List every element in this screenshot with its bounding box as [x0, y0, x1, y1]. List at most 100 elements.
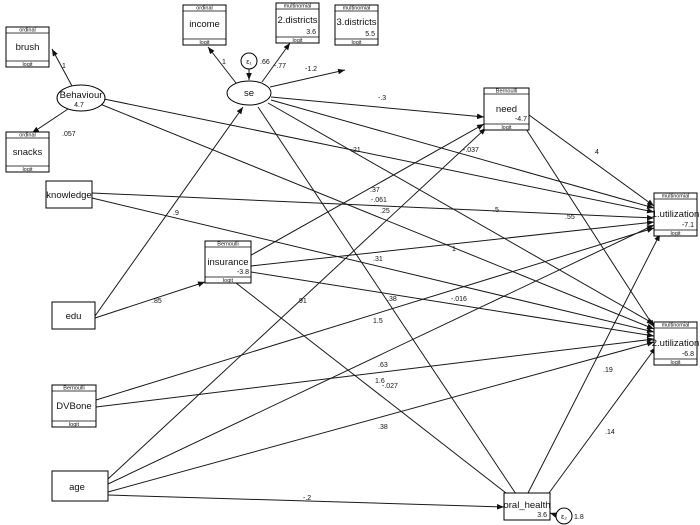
edge-se-util2: [267, 102, 655, 325]
coef-insurance-util1: 1: [452, 246, 456, 253]
oral-health-value: 3.6: [537, 512, 547, 519]
node-3-districts: multinomial 3.districts 5.5 logit: [334, 4, 379, 46]
edge-se-2districts: [261, 42, 291, 83]
coef-age-util2: .38: [378, 424, 388, 431]
edge-se-income: [207, 46, 237, 84]
edge-behaviour-util1: [103, 98, 655, 214]
3-districts-footer: logit: [351, 40, 362, 46]
income-header: ordinal: [196, 6, 213, 12]
knowledge-label: knowledge: [46, 190, 91, 201]
coef-oral-util2: .14: [605, 429, 615, 436]
edge-behaviour-util2: [99, 103, 655, 330]
coef-se-income: 1: [222, 59, 226, 66]
coef-edu-se: .9: [173, 210, 179, 217]
edge-eps2-oral: [549, 512, 558, 518]
edge-age-util1: [107, 224, 655, 485]
insurance-label: insurance: [207, 257, 248, 268]
coef-insurance-need: .37: [370, 187, 380, 194]
snacks-label: snacks: [13, 147, 43, 158]
node-2-utilization: multinomial 2.utilization -6.8 logit: [652, 321, 700, 366]
edge-behaviour-brush: [51, 48, 73, 87]
2-utilization-footer: logit: [670, 360, 681, 366]
node-se: se: [226, 80, 272, 106]
node-dvbone: Bernoulli DVBone logit: [51, 384, 97, 428]
brush-header: ordinal: [19, 28, 36, 34]
coef-oral-util1: .19: [603, 367, 613, 374]
edge-insurance-util1: [250, 219, 655, 267]
brush-footer: logit: [22, 62, 33, 68]
node-snacks: ordinal snacks logit: [5, 131, 50, 173]
edges: [31, 42, 661, 518]
behaviour-label: Behaviour: [60, 90, 103, 101]
1-utilization-header: multinomial: [662, 194, 690, 200]
coef-se-need: -.3: [378, 95, 386, 102]
node-age: age: [51, 470, 109, 502]
edge-need-util1: [528, 114, 655, 207]
1-utilization-value: -7.1: [682, 222, 694, 229]
2-utilization-value: -6.8: [682, 351, 694, 358]
edge-need-util2: [525, 128, 655, 328]
2-districts-header: multinomial: [284, 4, 312, 10]
edge-insurance-oral: [235, 282, 516, 501]
coef-knowledge-util1: .5: [493, 207, 499, 214]
edu-label: edu: [66, 311, 82, 322]
coef-age-need: .91: [297, 298, 307, 305]
node-brush: ordinal brush logit: [5, 26, 50, 68]
coef-age-util1: .63: [378, 362, 388, 369]
need-header: Bernoulli: [496, 89, 517, 95]
node-income: ordinal income logit: [182, 4, 227, 46]
coef-insurance-oral: .38: [387, 296, 397, 303]
oral-health-label: oral_health: [503, 500, 550, 511]
edge-dvbone-util2: [95, 337, 655, 408]
1-utilization-footer: logit: [670, 231, 681, 237]
coef-insurance-util2: -.016: [451, 296, 467, 303]
income-label: income: [189, 19, 220, 30]
node-need: Bernoulli need -4.7 logit: [483, 87, 530, 131]
coef-dvbone-util1: 1.6: [375, 378, 385, 385]
coef-knowledge-util2: .31: [373, 256, 383, 263]
error-1-variance: .66: [260, 59, 270, 66]
coef-se-oral: 1.5: [373, 318, 383, 325]
edge-oral-util1: [527, 233, 661, 494]
2-districts-footer: logit: [292, 38, 303, 44]
income-footer: logit: [199, 40, 210, 46]
edge-oral-util2: [548, 346, 657, 494]
edge-age-need: [107, 127, 487, 480]
node-knowledge: knowledge: [45, 180, 93, 209]
coef-dvbone-util2: -.027: [382, 383, 398, 390]
coef-se-util2: .25: [380, 208, 390, 215]
behaviour-value: 4.7: [74, 102, 84, 109]
coef-behaviour-brush: 1: [62, 63, 66, 70]
edge-edu-insurance: [94, 281, 206, 319]
error-1-label: ε₁: [246, 59, 252, 66]
3-districts-value: 5.5: [365, 31, 375, 38]
edge-se-3districts: [269, 68, 346, 88]
need-value: -4.7: [515, 116, 527, 123]
snacks-footer: logit: [22, 167, 33, 173]
3-districts-label: 3.districts: [336, 17, 376, 28]
need-label: need: [496, 104, 517, 115]
node-insurance: Bernoulli insurance -3.8 logit: [204, 240, 252, 284]
edge-edu-se: [94, 106, 244, 317]
error-2-variance: 1.8: [574, 514, 584, 521]
node-1-utilization: multinomial 1.utilization -7.1 logit: [652, 192, 700, 237]
2-districts-value: 3.6: [306, 29, 316, 36]
2-utilization-header: multinomial: [662, 323, 690, 329]
coef-need-util1: 4: [595, 149, 599, 156]
edge-se-util1: [270, 99, 655, 209]
coef-se-util1: -.037: [463, 147, 479, 154]
1-utilization-label: 1.utilization: [652, 209, 700, 220]
2-utilization-label: 2.utilization: [652, 338, 700, 349]
coef-need-util2: .55: [565, 214, 575, 221]
coef-se-2districts: -.77: [274, 63, 286, 70]
node-edu: edu: [51, 301, 96, 330]
dvbone-footer: logit: [69, 422, 80, 428]
node-behaviour: Behaviour 4.7: [56, 84, 106, 112]
coef-behaviour-snacks: .057: [62, 131, 76, 138]
brush-label: brush: [16, 42, 40, 53]
insurance-value: -3.8: [237, 269, 249, 276]
edge-knowledge-util2: [91, 197, 655, 334]
dvbone-header: Bernoulli: [63, 386, 84, 392]
edge-insurance-util2: [250, 271, 655, 338]
